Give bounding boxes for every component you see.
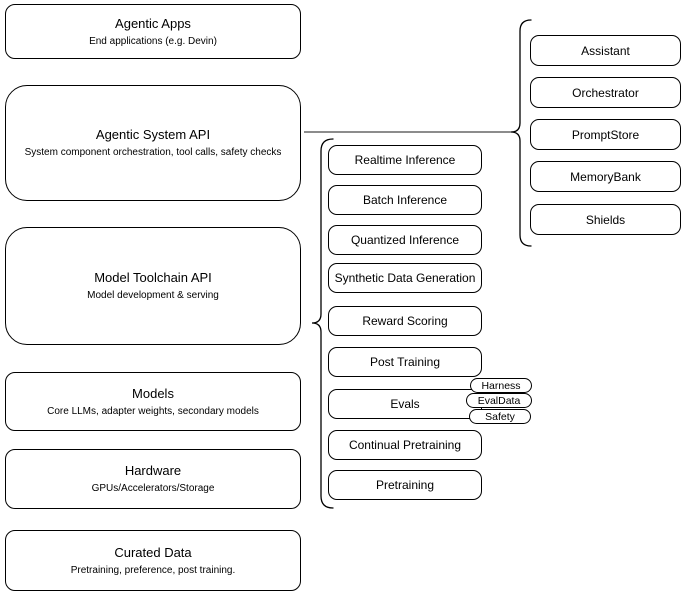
node-agentic-system-api-title: Agentic System API bbox=[95, 127, 211, 142]
node-quantized-inference[interactable]: Quantized Inference bbox=[328, 225, 482, 255]
node-synthetic-data-generation-label: Synthetic Data Generation bbox=[334, 271, 476, 285]
pill-safety-label: Safety bbox=[485, 410, 515, 423]
node-models-subtitle: Core LLMs, adapter weights, secondary mo… bbox=[47, 405, 259, 417]
node-orchestrator[interactable]: Orchestrator bbox=[530, 77, 681, 108]
node-model-toolchain-api-subtitle: Model development & serving bbox=[87, 290, 219, 301]
node-batch-inference-label: Batch Inference bbox=[362, 193, 448, 207]
node-continual-pretraining-label: Continual Pretraining bbox=[348, 438, 462, 452]
node-post-training[interactable]: Post Training bbox=[328, 347, 482, 377]
node-hardware-title: Hardware bbox=[124, 463, 182, 478]
node-synthetic-data-generation[interactable]: Synthetic Data Generation bbox=[328, 263, 482, 293]
pill-harness-label: Harness bbox=[481, 379, 521, 392]
node-shields[interactable]: Shields bbox=[530, 204, 681, 235]
node-promptstore[interactable]: PromptStore bbox=[530, 119, 681, 150]
node-batch-inference[interactable]: Batch Inference bbox=[328, 185, 482, 215]
node-realtime-inference-label: Realtime Inference bbox=[354, 153, 456, 167]
node-agentic-system-api[interactable]: Agentic System API System component orch… bbox=[5, 85, 301, 201]
pill-evaldata-label: EvalData bbox=[477, 394, 521, 407]
node-continual-pretraining[interactable]: Continual Pretraining bbox=[328, 430, 482, 460]
node-model-toolchain-api-title: Model Toolchain API bbox=[94, 270, 212, 285]
node-curated-data[interactable]: Curated Data Pretraining, preference, po… bbox=[5, 530, 301, 591]
node-post-training-label: Post Training bbox=[369, 355, 441, 369]
node-hardware[interactable]: Hardware GPUs/Accelerators/Storage bbox=[5, 449, 301, 509]
node-pretraining[interactable]: Pretraining bbox=[328, 470, 482, 500]
node-promptstore-label: PromptStore bbox=[571, 127, 640, 142]
right-curly-brace[interactable] bbox=[510, 19, 532, 247]
node-agentic-system-api-subtitle: System component orchestration, tool cal… bbox=[24, 147, 282, 158]
node-agentic-apps[interactable]: Agentic Apps End applications (e.g. Devi… bbox=[5, 4, 301, 59]
node-memorybank[interactable]: MemoryBank bbox=[530, 161, 681, 192]
middle-curly-brace[interactable] bbox=[311, 138, 334, 509]
node-agentic-apps-subtitle: End applications (e.g. Devin) bbox=[89, 35, 217, 47]
node-realtime-inference[interactable]: Realtime Inference bbox=[328, 145, 482, 175]
node-curated-data-subtitle: Pretraining, preference, post training. bbox=[70, 564, 236, 576]
node-hardware-subtitle: GPUs/Accelerators/Storage bbox=[91, 483, 215, 494]
pill-harness[interactable]: Harness bbox=[470, 378, 532, 393]
pill-evaldata[interactable]: EvalData bbox=[466, 393, 532, 408]
node-curated-data-title: Curated Data bbox=[114, 544, 192, 560]
node-models[interactable]: Models Core LLMs, adapter weights, secon… bbox=[5, 372, 301, 431]
pill-safety[interactable]: Safety bbox=[469, 409, 531, 424]
node-memorybank-label: MemoryBank bbox=[570, 169, 641, 184]
node-orchestrator-label: Orchestrator bbox=[572, 85, 639, 100]
node-agentic-apps-title: Agentic Apps bbox=[115, 15, 191, 31]
node-shields-label: Shields bbox=[585, 212, 626, 227]
node-models-title: Models bbox=[132, 385, 174, 401]
node-evals[interactable]: Evals bbox=[328, 389, 482, 419]
node-assistant-label: Assistant bbox=[581, 43, 630, 58]
node-reward-scoring-label: Reward Scoring bbox=[362, 314, 448, 328]
node-pretraining-label: Pretraining bbox=[375, 478, 435, 492]
node-reward-scoring[interactable]: Reward Scoring bbox=[328, 306, 482, 336]
node-model-toolchain-api[interactable]: Model Toolchain API Model development & … bbox=[5, 227, 301, 345]
node-assistant[interactable]: Assistant bbox=[530, 35, 681, 66]
node-quantized-inference-label: Quantized Inference bbox=[350, 233, 460, 247]
node-evals-label: Evals bbox=[390, 397, 420, 411]
